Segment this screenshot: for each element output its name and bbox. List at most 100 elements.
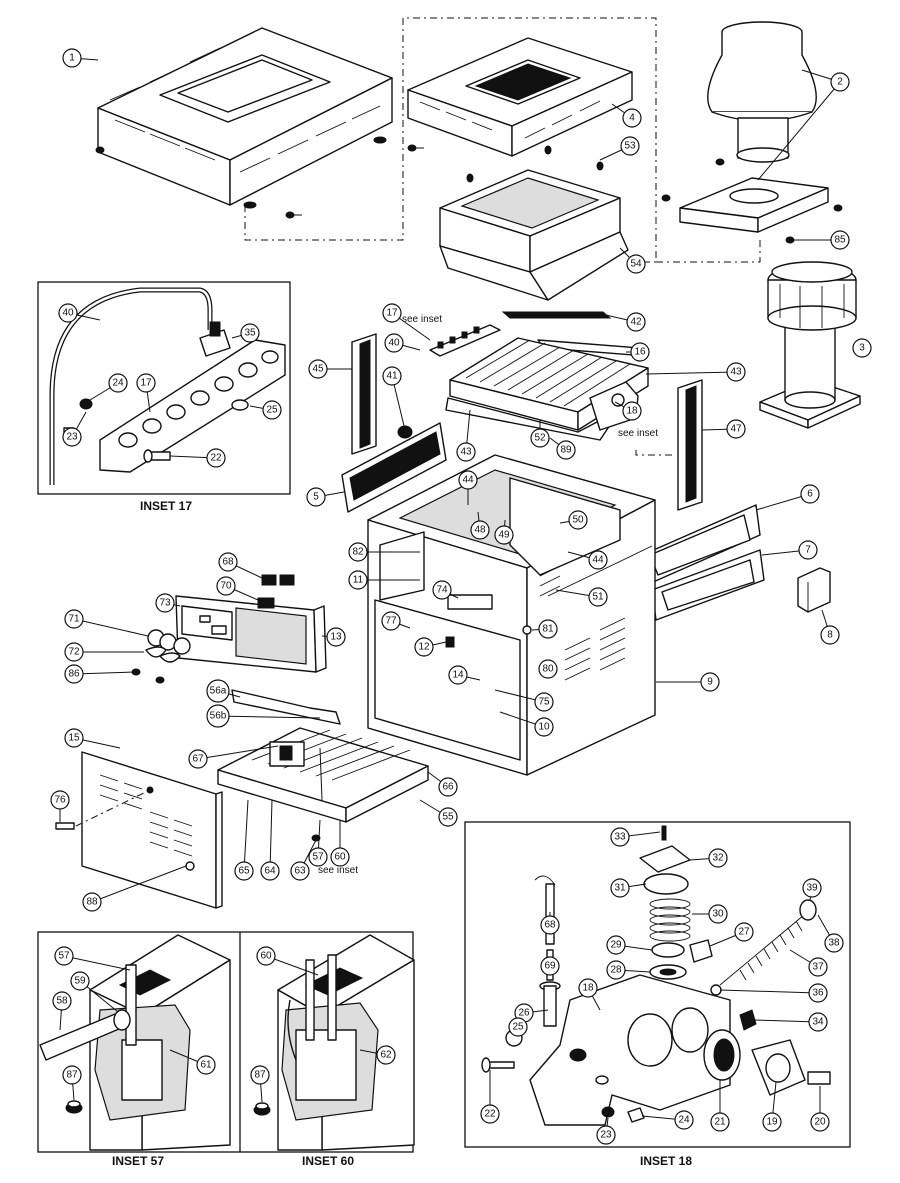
callout-54: 54 — [626, 254, 646, 274]
callout-43: 43 — [456, 442, 476, 462]
callout-53: 53 — [620, 136, 640, 156]
callout-bubble — [508, 1017, 528, 1037]
callout-label: 33 — [614, 832, 626, 843]
callout-label: 70 — [220, 581, 232, 592]
callout-bubble — [376, 1045, 396, 1065]
callout-44: 44 — [588, 550, 608, 570]
callout-label: 60 — [260, 951, 272, 962]
callout-label: 13 — [330, 632, 342, 643]
callout-label: 24 — [112, 378, 124, 389]
callout-label: 1 — [69, 53, 75, 64]
callout-bubble — [708, 904, 728, 924]
callout-label: 26 — [518, 1008, 530, 1019]
alignment-lines — [244, 17, 761, 456]
callout-49: 49 — [494, 525, 514, 545]
callout-bubble — [64, 664, 84, 684]
callout-4: 4 — [622, 108, 642, 128]
callout-label: 71 — [68, 614, 80, 625]
callout-label: 31 — [614, 883, 626, 894]
callout-label: 8 — [827, 630, 833, 641]
callout-label: 30 — [712, 909, 724, 920]
callout-36: 36 — [808, 983, 828, 1003]
callout-bubble — [308, 359, 328, 379]
callout-68: 68 — [540, 915, 560, 935]
callout-61: 61 — [196, 1055, 216, 1075]
callout-52: 52 — [530, 428, 550, 448]
callout-label: 86 — [68, 669, 80, 680]
callout-87: 87 — [62, 1065, 82, 1085]
callout-label: 18 — [582, 983, 594, 994]
callout-56a: 56a — [206, 679, 230, 703]
see-inset-note-57-60: see inset — [318, 865, 358, 876]
callout-86: 86 — [64, 664, 84, 684]
callout-label: 42 — [630, 317, 642, 328]
callout-24: 24 — [674, 1110, 694, 1130]
part-burner-tray — [217, 689, 429, 842]
callout-bubble — [448, 665, 468, 685]
callout-13: 13 — [326, 627, 346, 647]
callout-bubble — [64, 609, 84, 629]
callout-label: 36 — [812, 988, 824, 999]
callout-12: 12 — [414, 637, 434, 657]
callout-label: 60 — [334, 852, 346, 863]
callout-26: 26 — [514, 1003, 534, 1023]
callout-label: 9 — [707, 677, 713, 688]
callout-label: 57 — [312, 852, 324, 863]
callout-89: 89 — [556, 440, 576, 460]
leader-line — [197, 745, 279, 760]
callout-bubble — [810, 1112, 830, 1132]
callout-label: 44 — [462, 475, 474, 486]
callout-label: 22 — [210, 453, 222, 464]
callout-bubble — [596, 1125, 616, 1145]
leader-line — [269, 799, 273, 872]
callout-43: 43 — [726, 362, 746, 382]
callout-label: 37 — [812, 962, 824, 973]
callout-80: 80 — [538, 659, 558, 679]
callout-bubble — [800, 484, 820, 504]
callout-bubble — [708, 848, 728, 868]
callout-31: 31 — [610, 878, 630, 898]
callout-label: 25 — [266, 405, 278, 416]
callout-label: 47 — [730, 424, 742, 435]
callout-bubble — [382, 366, 402, 386]
callout-bubble — [250, 1065, 270, 1085]
callout-64: 64 — [260, 861, 280, 881]
callout-23: 23 — [596, 1125, 616, 1145]
callout-label: 41 — [386, 371, 398, 382]
leader-line — [753, 1019, 819, 1023]
callout-bubble — [622, 401, 642, 421]
callout-18: 18 — [622, 401, 642, 421]
callout-17: 17 — [136, 373, 156, 393]
callout-3: 3 — [852, 338, 872, 358]
callout-22: 22 — [206, 448, 226, 468]
callout-bubble — [726, 419, 746, 439]
callout-label: 72 — [68, 647, 80, 658]
callout-label: 68 — [544, 920, 556, 931]
callout-bubble — [70, 971, 90, 991]
callout-bubble — [218, 552, 238, 572]
callout-bubble — [578, 978, 598, 998]
callout-label: 56a — [210, 686, 227, 697]
callout-bubble — [206, 679, 230, 703]
callout-bubble — [808, 957, 828, 977]
callout-20: 20 — [810, 1112, 830, 1132]
callout-bubble — [630, 342, 650, 362]
callout-8: 8 — [820, 625, 840, 645]
callout-88: 88 — [82, 892, 102, 912]
callout-39: 39 — [802, 878, 822, 898]
leader-line — [63, 955, 131, 971]
callout-40: 40 — [384, 333, 404, 353]
callout-bubble — [626, 254, 646, 274]
callout-bubble — [206, 704, 230, 728]
callout-bubble — [438, 777, 458, 797]
callout-label: 17 — [140, 378, 152, 389]
callout-label: 38 — [828, 938, 840, 949]
callout-bubble — [610, 878, 630, 898]
callout-87: 87 — [250, 1065, 270, 1085]
callout-label: 63 — [294, 866, 306, 877]
callout-6: 6 — [800, 484, 820, 504]
callout-40: 40 — [58, 303, 78, 323]
callout-bubble — [414, 637, 434, 657]
callout-57: 57 — [308, 847, 328, 867]
